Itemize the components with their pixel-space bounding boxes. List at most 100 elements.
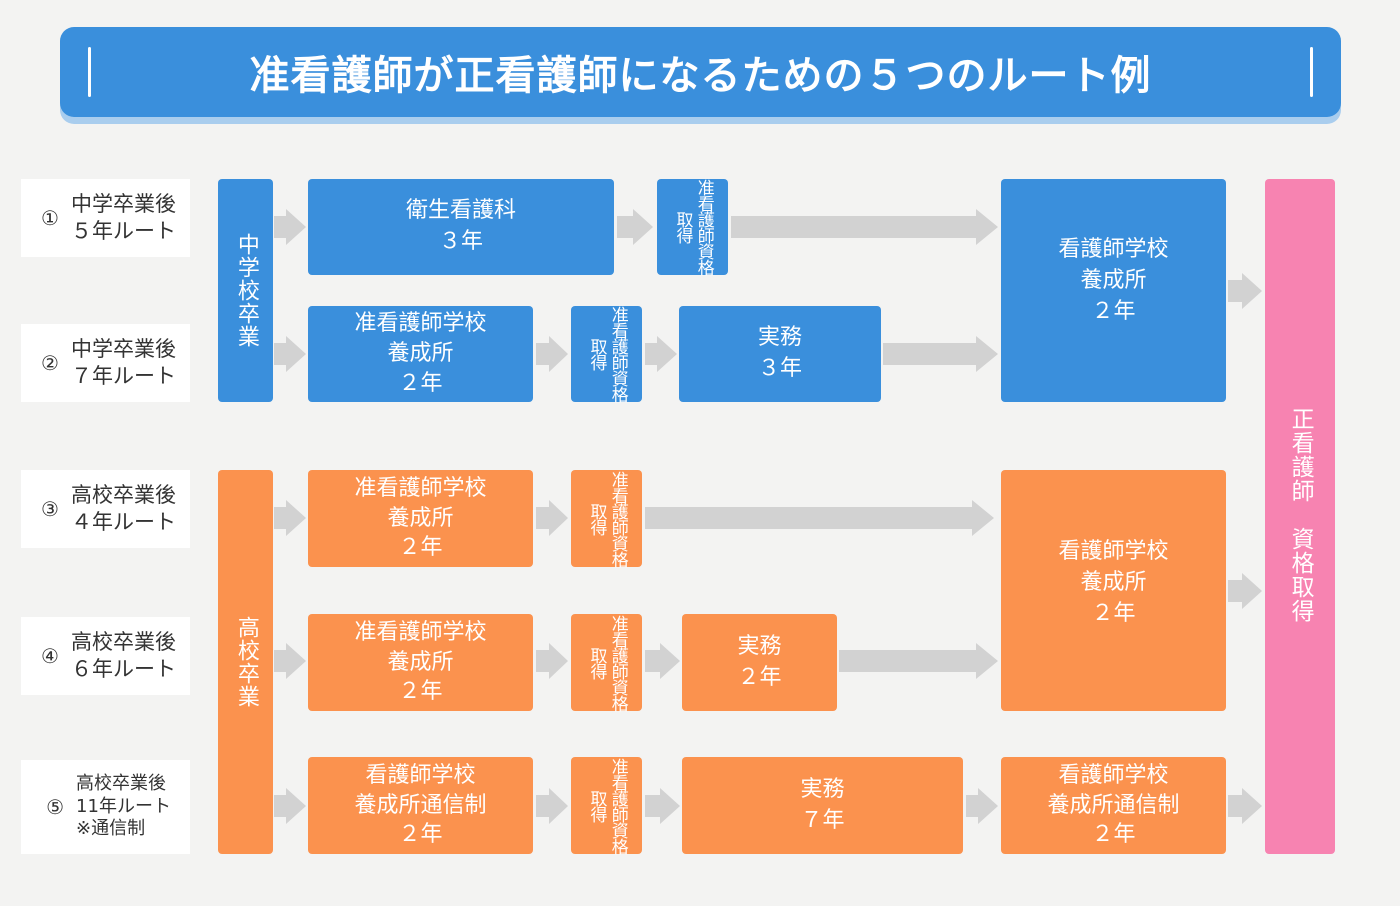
- box-line: ３年: [757, 356, 802, 381]
- arrow: [966, 788, 998, 824]
- start-label: 高校卒業: [233, 616, 259, 708]
- qualification-label: 准看護師資格取得: [672, 179, 714, 275]
- route-label-1: ① 中学卒業後 ５年ルート: [21, 179, 190, 257]
- arrow: [645, 336, 677, 372]
- box-line: ２年: [398, 535, 443, 561]
- box-line: 養成所: [1080, 570, 1147, 596]
- goal-box: 正看護師 資格取得: [1265, 179, 1335, 854]
- route-line: ５年ルート: [71, 219, 176, 243]
- qualification-label: 准看護師資格取得: [586, 470, 628, 567]
- route-line: ６年ルート: [71, 657, 176, 681]
- qualification-label: 准看護師資格取得: [586, 306, 628, 402]
- box-line: 准看護師学校: [354, 311, 487, 337]
- arrow: [536, 336, 568, 372]
- r5-final-school: 看護師学校 養成所通信制 ２年: [1001, 757, 1226, 854]
- page-title: 准看護師が正看護師になるための５つのルート例: [249, 53, 1152, 99]
- qualification-label: 准看護師資格取得: [586, 614, 628, 711]
- r2-work: 実務 ３年: [679, 306, 881, 402]
- box-line: ２年: [1091, 600, 1136, 626]
- route-label-3: ③ 高校卒業後 ４年ルート: [21, 470, 190, 548]
- box-line: 養成所: [387, 505, 454, 531]
- box-line: 看護師学校: [365, 762, 476, 788]
- route-number: ②: [41, 351, 59, 375]
- header-right-bar: [1310, 47, 1313, 97]
- high-school-graduation: 高校卒業: [218, 470, 273, 854]
- arrow: [536, 788, 568, 824]
- r4-school: 准看護師学校 養成所 ２年: [308, 614, 533, 711]
- route-line: 高校卒業後: [76, 773, 167, 795]
- route-line: 高校卒業後: [71, 629, 176, 654]
- box-line: 養成所: [387, 341, 454, 367]
- qualification-box: 准看護師資格取得: [571, 306, 642, 402]
- route-line: 中学卒業後: [71, 336, 176, 361]
- route-line: ４年ルート: [71, 510, 176, 534]
- box-line: 実務: [757, 325, 802, 351]
- box-line: 准看護師学校: [354, 619, 487, 645]
- arrow: [274, 643, 306, 679]
- r4-work: 実務 ２年: [682, 614, 837, 711]
- arrow: [1228, 573, 1262, 609]
- box-line: 養成所: [1080, 268, 1147, 294]
- arrow: [645, 788, 680, 824]
- qualification-label: 准看護師資格取得: [586, 757, 628, 854]
- box-line: ２年: [1091, 822, 1136, 848]
- goal-label: 正看護師 資格取得: [1287, 407, 1314, 623]
- route-label-2: ② 中学卒業後 ７年ルート: [21, 324, 190, 402]
- box-line: 実務: [800, 776, 845, 802]
- box-line: 養成所通信制: [1047, 792, 1180, 818]
- arrow: [883, 336, 998, 372]
- r1-school: 衛生看護科 ３年: [308, 179, 614, 275]
- header-banner: 准看護師が正看護師になるための５つのルート例: [60, 27, 1341, 117]
- arrow: [839, 643, 998, 679]
- box-line: 看護師学校: [1058, 237, 1169, 263]
- header-left-bar: [88, 47, 91, 97]
- arrow: [274, 788, 306, 824]
- arrow: [731, 209, 998, 245]
- box-line: ７年: [800, 807, 845, 833]
- box-line: 看護師学校: [1058, 762, 1169, 788]
- route-number: ①: [41, 206, 59, 230]
- route-line: ７年ルート: [71, 364, 176, 388]
- arrow: [536, 643, 568, 679]
- route-line: ※通信制: [76, 818, 146, 840]
- r5-work: 実務 ７年: [682, 757, 963, 854]
- start-label: 中学校卒業: [233, 233, 259, 348]
- box-line: 養成所: [387, 649, 454, 675]
- arrow: [274, 336, 306, 372]
- box-line: ２年: [398, 679, 443, 705]
- qualification-box: 准看護師資格取得: [571, 757, 642, 854]
- box-line: ２年: [737, 664, 782, 690]
- route-number: ③: [41, 497, 59, 521]
- arrow: [617, 209, 653, 245]
- middle-school-graduation: 中学校卒業: [218, 179, 273, 402]
- r34-final-school: 看護師学校 養成所 ２年: [1001, 470, 1226, 711]
- box-line: 養成所通信制: [354, 792, 487, 818]
- qualification-box: 准看護師資格取得: [571, 470, 642, 567]
- route-label-4: ④ 高校卒業後 ６年ルート: [21, 617, 190, 695]
- box-line: ２年: [1091, 298, 1136, 324]
- arrow: [1228, 788, 1262, 824]
- qualification-box: 准看護師資格取得: [657, 179, 728, 275]
- route-line: 高校卒業後: [71, 482, 176, 507]
- arrow: [645, 500, 994, 536]
- box-line: ２年: [398, 822, 443, 848]
- box-line: 実務: [737, 633, 782, 659]
- arrow: [1228, 273, 1262, 309]
- r5-school: 看護師学校 養成所通信制 ２年: [308, 757, 533, 854]
- arrow: [274, 500, 306, 536]
- box-line: 准看護師学校: [354, 475, 487, 501]
- r3-school: 准看護師学校 養成所 ２年: [308, 470, 533, 567]
- box-line: 看護師学校: [1058, 539, 1169, 565]
- route-number: ④: [41, 644, 59, 668]
- arrow: [274, 209, 306, 245]
- route-line: 11年ルート: [76, 795, 171, 817]
- box-line: ２年: [398, 370, 443, 396]
- r2-school: 准看護師学校 養成所 ２年: [308, 306, 533, 402]
- route-line: 中学卒業後: [71, 191, 176, 216]
- arrow: [536, 500, 568, 536]
- arrow: [645, 643, 680, 679]
- route-number: ⑤: [46, 795, 65, 819]
- qualification-box: 准看護師資格取得: [571, 614, 642, 711]
- route-label-5: ⑤ 高校卒業後 11年ルート ※通信制: [21, 760, 190, 854]
